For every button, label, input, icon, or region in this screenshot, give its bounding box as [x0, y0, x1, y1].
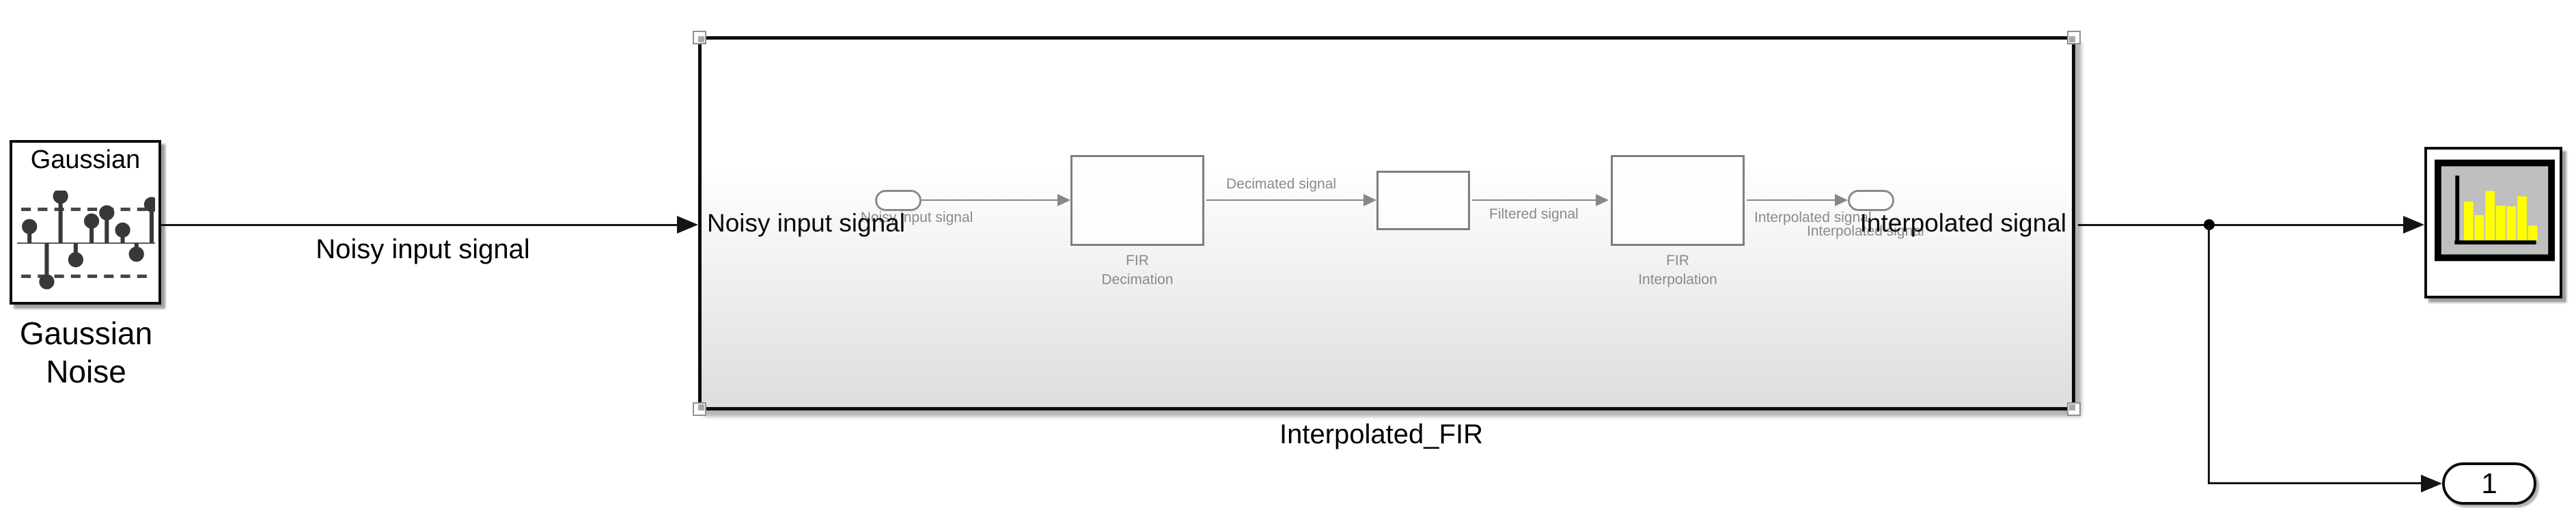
wire-arrowhead-into-scope [2403, 216, 2424, 234]
preview-fir-interpolation-block [1611, 155, 1745, 246]
outport-block[interactable]: 1 [2442, 462, 2536, 505]
preview-inport-name: Noisy input signal [860, 210, 973, 225]
preview-inport-oval [875, 190, 922, 211]
noisy-input-signal-annotation[interactable]: Noisy input signal [316, 234, 530, 264]
preview-wire-2 [1206, 199, 1363, 201]
preview-signal-interpolated: Interpolated signal [1754, 210, 1872, 225]
selection-handle-top-left[interactable] [693, 31, 706, 44]
subsystem-name[interactable]: Interpolated_FIR [1279, 419, 1483, 449]
spectrum-scope-block[interactable] [2424, 147, 2562, 298]
selection-handle-top-right[interactable] [2067, 31, 2081, 44]
wire-to-outport[interactable] [2208, 482, 2421, 484]
gaussian-stem-plot-icon [17, 191, 155, 290]
selection-handle-bottom-right[interactable] [2067, 402, 2081, 416]
preview-wire-3 [1472, 199, 1596, 201]
preview-outport-oval [1848, 190, 1894, 211]
wire-arrowhead-into-subsystem [677, 216, 698, 234]
gaussian-noise-block-name[interactable]: Gaussian Noise [19, 316, 153, 389]
preview-wire-4 [1747, 199, 1835, 201]
preview-fir-decimation-name: FIR Decimation [1101, 253, 1174, 288]
preview-arrowhead-1 [1057, 194, 1070, 206]
gaussian-icon-title: Gaussian [30, 145, 141, 174]
preview-signal-filtered: Filtered signal [1489, 206, 1579, 222]
preview-fir-interpolation-name: FIR Interpolation [1638, 253, 1717, 288]
wire-branch-vertical[interactable] [2208, 225, 2210, 484]
preview-filter-block [1376, 171, 1470, 230]
subsystem-interpolated-fir-block[interactable]: Noisy input signal FIR Decimation Decima… [693, 31, 2081, 416]
preview-arrowhead-2 [1363, 194, 1376, 206]
wire-to-scope[interactable] [2078, 224, 2405, 226]
preview-arrowhead-4 [1835, 194, 1848, 206]
outport-number: 1 [2481, 467, 2497, 499]
wire-arrowhead-into-outport [2421, 475, 2442, 492]
preview-arrowhead-3 [1596, 194, 1609, 206]
preview-outport-name: Interpolated signal [1807, 223, 1924, 239]
wire-noisy-input[interactable] [161, 224, 678, 226]
preview-signal-decimated: Decimated signal [1226, 176, 1337, 192]
spectrum-histogram-icon [2435, 159, 2555, 262]
selection-handle-bottom-left[interactable] [693, 402, 706, 416]
subsystem-outport-label: Interpolated signal [1859, 209, 2066, 237]
preview-wire-1 [922, 199, 1057, 201]
subsystem-inport-label: Noisy input signal [707, 209, 905, 237]
gaussian-noise-block[interactable]: Gaussian [10, 140, 161, 305]
preview-fir-decimation-block [1070, 155, 1204, 246]
